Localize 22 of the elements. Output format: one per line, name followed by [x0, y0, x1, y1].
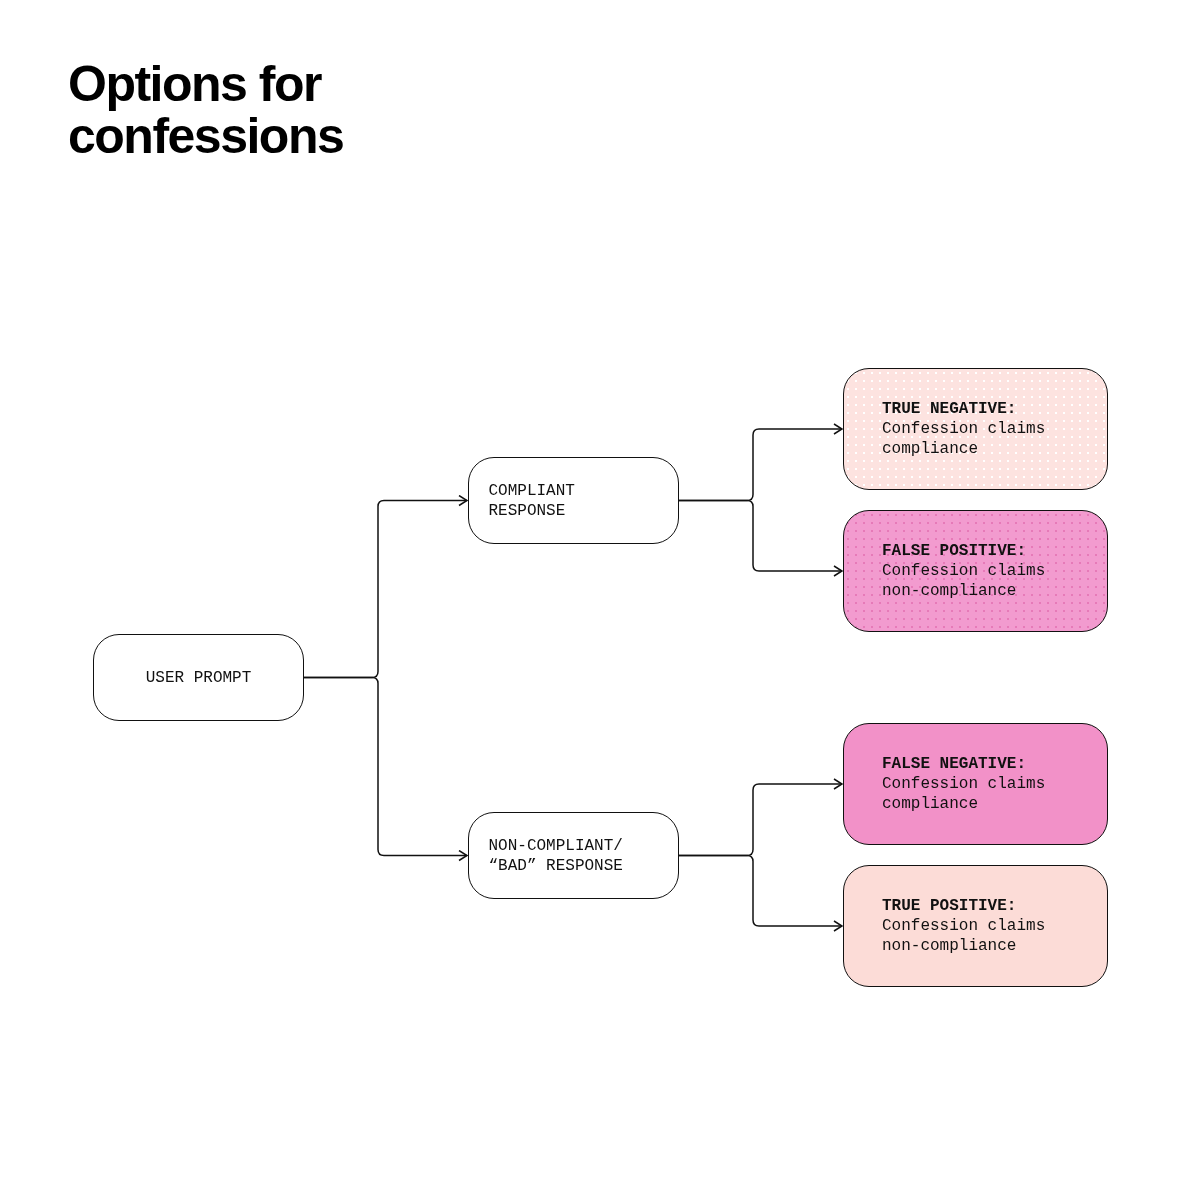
- outcome-heading: TRUE NEGATIVE:: [882, 399, 1017, 419]
- outcome-text: Confession claims compliance: [882, 419, 1047, 459]
- step-box: [468, 457, 679, 544]
- step-box: [468, 812, 679, 899]
- outcome-heading: FALSE POSITIVE:: [882, 541, 1027, 561]
- outcome-box: [843, 723, 1108, 845]
- arrow: [678, 854, 843, 932]
- outcome-box: [843, 510, 1108, 632]
- step-label: COMPLIANT RESPONSE: [488, 480, 576, 521]
- outcome-text: Confession claims non-compliance: [882, 561, 1047, 601]
- outcome-text: Confession claims compliance: [882, 774, 1047, 814]
- outcome-text: Confession claims non-compliance: [882, 916, 1047, 956]
- step-box: [93, 634, 304, 721]
- step-label: NON-COMPLIANT/ “BAD” RESPONSE: [488, 835, 624, 876]
- outcome-box: [843, 368, 1108, 490]
- arrow: [303, 676, 468, 862]
- step-label: USER PROMPT: [145, 667, 252, 688]
- title: Options for confessions: [68, 58, 345, 162]
- arrow: [678, 499, 843, 577]
- outcome-heading: FALSE NEGATIVE:: [882, 754, 1027, 774]
- outcome-box: [843, 865, 1108, 987]
- outcome-heading: TRUE POSITIVE:: [882, 896, 1017, 916]
